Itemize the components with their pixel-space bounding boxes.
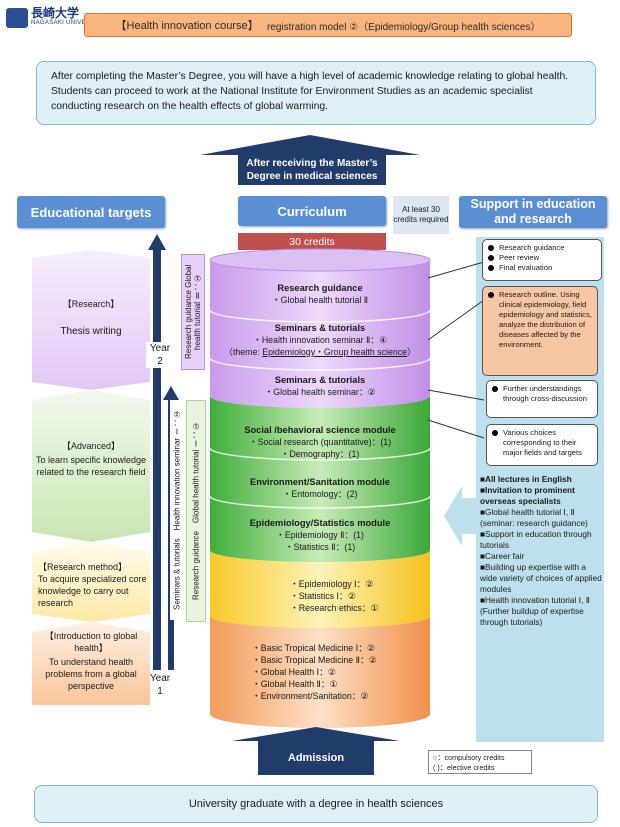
intro-item: ・Global Health Ⅱ：① — [252, 679, 338, 689]
curriculum-cylinder — [209, 248, 431, 728]
admission-arrow-head — [232, 727, 400, 741]
callout-text: Research outline. Using clinical epidemi… — [499, 290, 592, 349]
course-banner: 【Health innovation course】 registration … — [84, 13, 572, 37]
support-item: ■Invitation to prominent overseas specia… — [480, 485, 575, 506]
theme-prefix: （theme: — [224, 347, 263, 357]
target-advanced-title: 【Advanced】 — [61, 441, 121, 451]
block-social-item-2: ・Demography：(1) — [280, 449, 360, 459]
support-item: ■All lectures in English — [480, 474, 572, 484]
block-seminars-2-item: ・Global health seminar：② — [264, 387, 376, 397]
block-social-item-1: ・Social research (quantitative)：(1) — [248, 437, 392, 447]
target-research-desc: Thesis writing — [60, 326, 122, 337]
legend-compulsory: ○：compulsory credits — [433, 753, 505, 762]
entry-requirement-box: University graduate with a degree in hea… — [34, 785, 598, 823]
block-research-guidance: Research guidance ・Global health tutoria… — [210, 282, 430, 306]
block-seminars-1-title: Seminars & tutorials — [274, 323, 366, 333]
year-1-label: Year 1 — [149, 673, 171, 697]
year-arrow-head — [148, 234, 166, 250]
block-research-guidance-item: ・Global health tutorial Ⅱ — [271, 295, 369, 305]
callout-connectors — [427, 261, 485, 439]
support-list: ■All lectures in English ■Invitation to … — [480, 474, 604, 628]
bullet-icon — [488, 245, 494, 251]
educational-targets-header: Educational targets — [17, 196, 165, 228]
target-intro-desc: To understand health problems from a glo… — [45, 657, 137, 691]
seminar-arrow-head — [163, 386, 179, 400]
callout-item: Peer review — [499, 253, 540, 262]
block-environment-title: Environment/Sanitation module — [250, 477, 390, 487]
block-social-title: Social /behavioral science module — [244, 425, 396, 435]
support-item: ■Career fair — [480, 551, 525, 561]
career-outcome-box: After completing the Master’s Degree, yo… — [36, 61, 596, 125]
target-method-desc: To acquire specialized core knowledge to… — [38, 574, 147, 608]
target-method-title: 【Research method】 — [38, 562, 128, 572]
credits-legend: ○：compulsory credits ( )：elective credit… — [428, 750, 532, 774]
theme-underlined: Epidemiology・Group health science — [262, 347, 408, 357]
support-arrow-head — [444, 486, 462, 546]
legend-elective: ( )：elective credits — [433, 763, 495, 772]
bullet-icon — [488, 255, 494, 261]
block-environment-item: ・Entomology：(2) — [282, 489, 358, 499]
target-intro-title: 【Introduction to global health】 — [44, 631, 138, 653]
support-item: ■Support in education through tutorials — [480, 529, 592, 550]
vertical-label-seminars: Seminars & tutorials Health innovation s… — [170, 400, 184, 620]
top-arrow-head — [200, 135, 420, 155]
bullet-icon — [488, 292, 494, 298]
university-logo-icon — [6, 8, 28, 28]
support-header: Support in education and research — [459, 196, 607, 228]
course-title: 【Health innovation course】 — [115, 20, 259, 32]
block-seminars-1: Seminars & tutorials ・Health innovation … — [210, 322, 430, 358]
callout-item: Research guidance — [499, 243, 565, 252]
block-social-module: Social /behavioral science module ・Socia… — [210, 424, 430, 460]
support-item: ■Global health tutorial Ⅰ, Ⅱ (seminar: r… — [480, 507, 588, 528]
curriculum-header: Curriculum — [238, 196, 386, 226]
callout-item: Final evaluation — [499, 263, 553, 272]
block-seminars-2-title: Seminars & tutorials — [274, 375, 366, 385]
educational-targets-arrows — [32, 250, 150, 705]
block-epidemiology-title: Epidemiology/Statistics module — [249, 518, 391, 528]
block-seminars-1-theme: （theme: Epidemiology・Group health scienc… — [224, 347, 416, 357]
block-epidemiology-item-2: ・Statistics Ⅱ：(1) — [284, 542, 356, 552]
callout-cross-discussion: Further understandings through cross-dis… — [486, 380, 598, 418]
credits-bar: 30 credits — [238, 233, 386, 250]
callout-text: Various choices corresponding to their m… — [503, 428, 582, 457]
support-item: ■Building up expertise with a wide varie… — [480, 562, 602, 594]
target-research-title: 【Research】 — [62, 299, 120, 309]
block-seminars-1-item: ・Health innovation seminar Ⅱ：④ — [253, 335, 387, 345]
callout-research-guidance: Research guidance Peer review Final eval… — [482, 239, 602, 281]
top-arrow-label: After receiving the Master’s Degree in m… — [238, 155, 386, 185]
bullet-icon — [492, 386, 498, 392]
intro-item: ・Basic Tropical Medicine Ⅱ：② — [252, 655, 377, 665]
callout-various-choices: Various choices corresponding to their m… — [486, 424, 598, 466]
course-model: registration model ②（Epidemiology/Group … — [266, 21, 541, 33]
vertical-label-research-guidance-2: Research guidance Global health tutorial… — [181, 254, 205, 370]
methods-item: ・Research ethics：① — [290, 603, 379, 613]
credits-required-note: At least 30 credits required — [393, 196, 449, 234]
block-epidemiology-module: Epidemiology/Statistics module ・Epidemio… — [210, 517, 430, 553]
theme-suffix: ） — [407, 347, 416, 357]
intro-item: ・Basic Tropical Medicine Ⅰ：② — [252, 643, 375, 653]
support-item: ■Health innovation tutorial Ⅰ, Ⅱ (Furthe… — [480, 595, 590, 627]
bullet-icon — [492, 430, 498, 436]
support-arrow-shaft — [462, 498, 478, 534]
block-intro-courses: ・Basic Tropical Medicine Ⅰ：② ・Basic Trop… — [252, 642, 422, 702]
methods-item: ・Statistics Ⅰ：② — [290, 591, 356, 601]
admission-label: Admission — [258, 741, 374, 775]
target-advanced-desc: To learn specific knowledge related to t… — [35, 455, 147, 477]
block-research-guidance-title: Research guidance — [277, 283, 363, 293]
university-logo-text: 長崎大学 — [31, 6, 80, 20]
block-methods: ・Epidemiology Ⅰ：② ・Statistics Ⅰ：② ・Resea… — [290, 578, 430, 614]
university-logo-subtitle: NAGASAKI UNIVERSITY — [31, 20, 106, 26]
year-arrow-shaft — [153, 250, 161, 670]
intro-item: ・Environment/Sanitation：② — [252, 691, 369, 701]
block-seminars-2: Seminars & tutorials ・Global health semi… — [210, 374, 430, 398]
callout-research-outline: Research outline. Using clinical epidemi… — [482, 286, 598, 376]
methods-item: ・Epidemiology Ⅰ：② — [290, 579, 374, 589]
block-epidemiology-item-1: ・Epidemiology Ⅱ：(1) — [276, 530, 364, 540]
bullet-icon — [488, 265, 494, 271]
year-2-label: Year 2 — [146, 342, 174, 368]
callout-text: Further understandings through cross-dis… — [503, 384, 587, 403]
intro-item: ・Global Health Ⅰ：② — [252, 667, 336, 677]
block-environment-module: Environment/Sanitation module ・Entomolog… — [210, 476, 430, 500]
vertical-label-research-guidance-1: Research guidance Global health tutorial… — [186, 400, 206, 622]
